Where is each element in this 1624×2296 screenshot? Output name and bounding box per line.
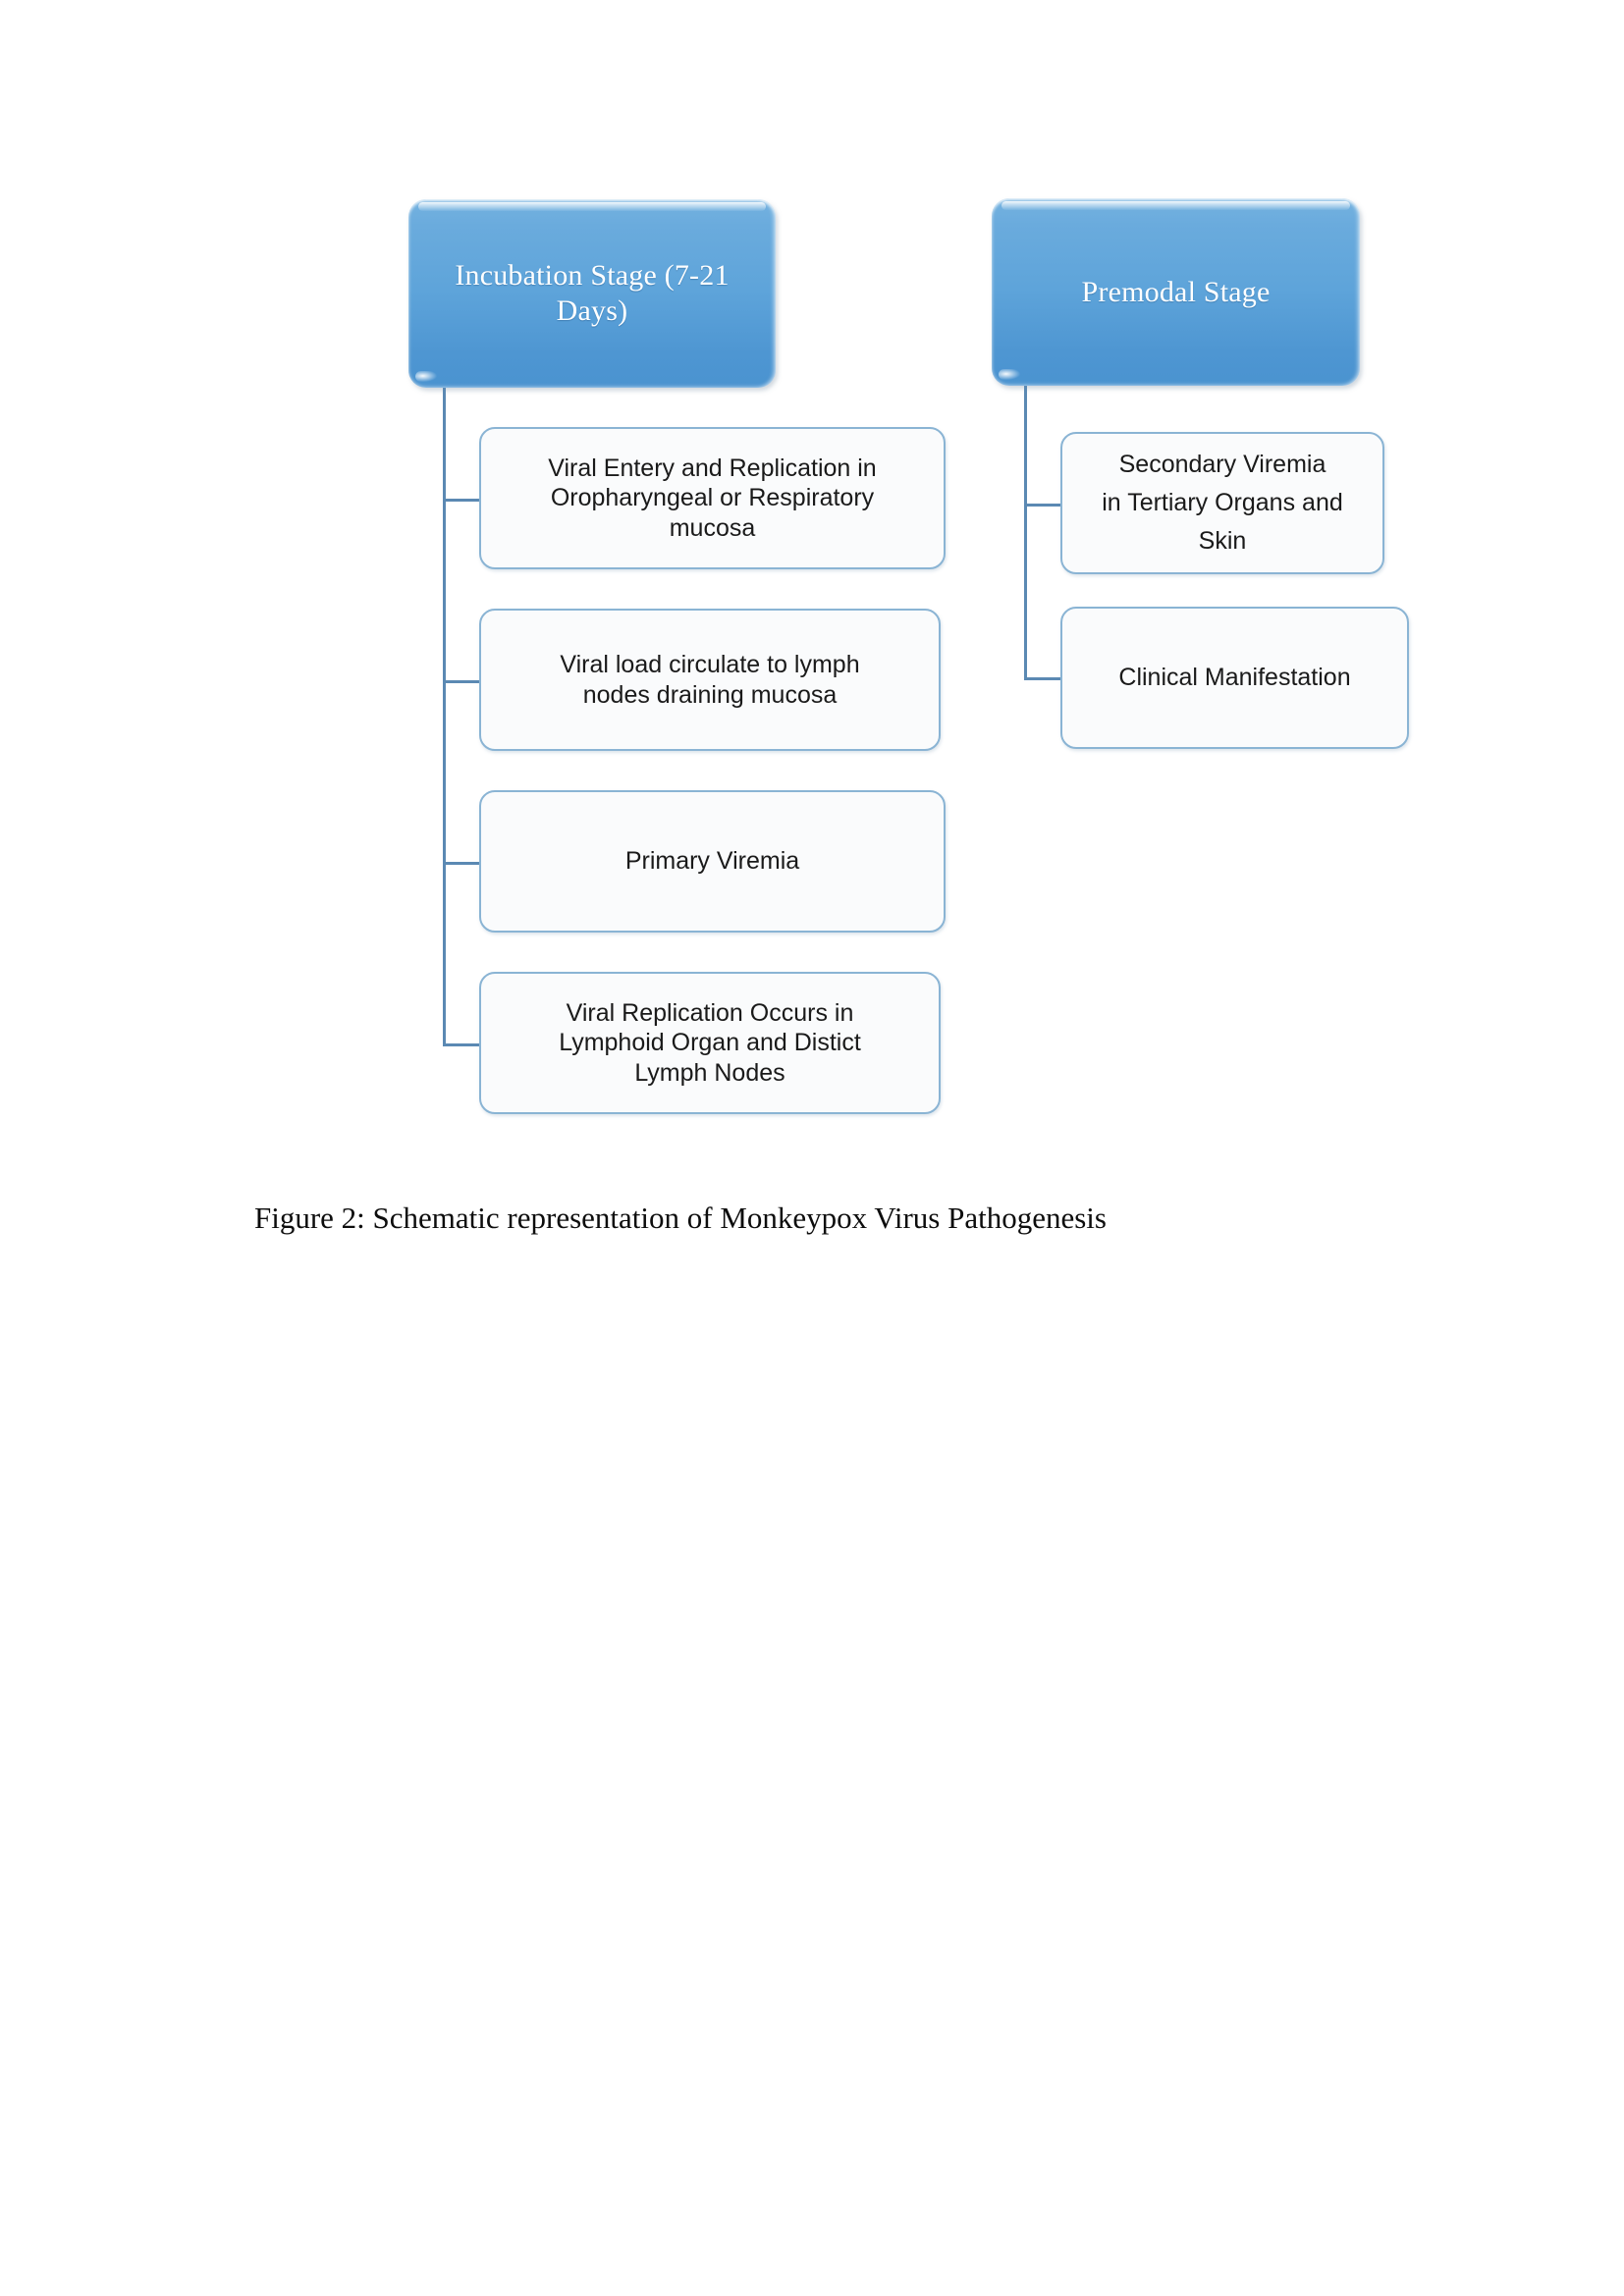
- step-label-clinical-manifestation: Clinical Manifestation: [1118, 664, 1351, 692]
- stage-label-premodal: Premodal Stage: [1081, 275, 1271, 308]
- stage-label-incubation: Incubation Stage (7-21 Days): [455, 259, 730, 327]
- connector-stub-incubation-2: [443, 680, 482, 683]
- step-label-viral-entry: Viral Entery and Replication in Orophary…: [548, 454, 877, 542]
- stage-box-premodal[interactable]: Premodal Stage: [992, 198, 1360, 386]
- connector-stub-incubation-1: [443, 499, 482, 502]
- step-label-viral-load-circulate: Viral load circulate to lymph nodes drai…: [560, 651, 860, 709]
- step-box-viral-load-circulate[interactable]: Viral load circulate to lymph nodes drai…: [479, 609, 941, 751]
- step-label-viral-replication-lymphoid: Viral Replication Occurs in Lymphoid Org…: [559, 998, 861, 1087]
- step-box-primary-viremia[interactable]: Primary Viremia: [479, 790, 946, 933]
- connector-stub-premodal-2: [1024, 677, 1063, 680]
- connector-trunk-incubation: [443, 388, 446, 1045]
- step-box-viral-replication-lymphoid[interactable]: Viral Replication Occurs in Lymphoid Org…: [479, 972, 941, 1114]
- connector-stub-incubation-4: [443, 1043, 482, 1046]
- stage-box-incubation[interactable]: Incubation Stage (7-21 Days): [408, 199, 776, 388]
- connector-stub-incubation-3: [443, 862, 482, 865]
- connector-trunk-premodal: [1024, 386, 1027, 680]
- step-label-primary-viremia: Primary Viremia: [624, 847, 800, 876]
- figure-caption-text: Figure 2: Schematic representation of Mo…: [254, 1201, 1107, 1235]
- figure-caption: Figure 2: Schematic representation of Mo…: [254, 1199, 1107, 1238]
- step-label-secondary-viremia: Secondary Viremia in Tertiary Organs and…: [1102, 451, 1343, 555]
- step-box-secondary-viremia[interactable]: Secondary Viremia in Tertiary Organs and…: [1060, 432, 1384, 574]
- connector-stub-premodal-1: [1024, 504, 1063, 507]
- step-box-clinical-manifestation[interactable]: Clinical Manifestation: [1060, 607, 1409, 749]
- step-box-viral-entry[interactable]: Viral Entery and Replication in Orophary…: [479, 427, 946, 569]
